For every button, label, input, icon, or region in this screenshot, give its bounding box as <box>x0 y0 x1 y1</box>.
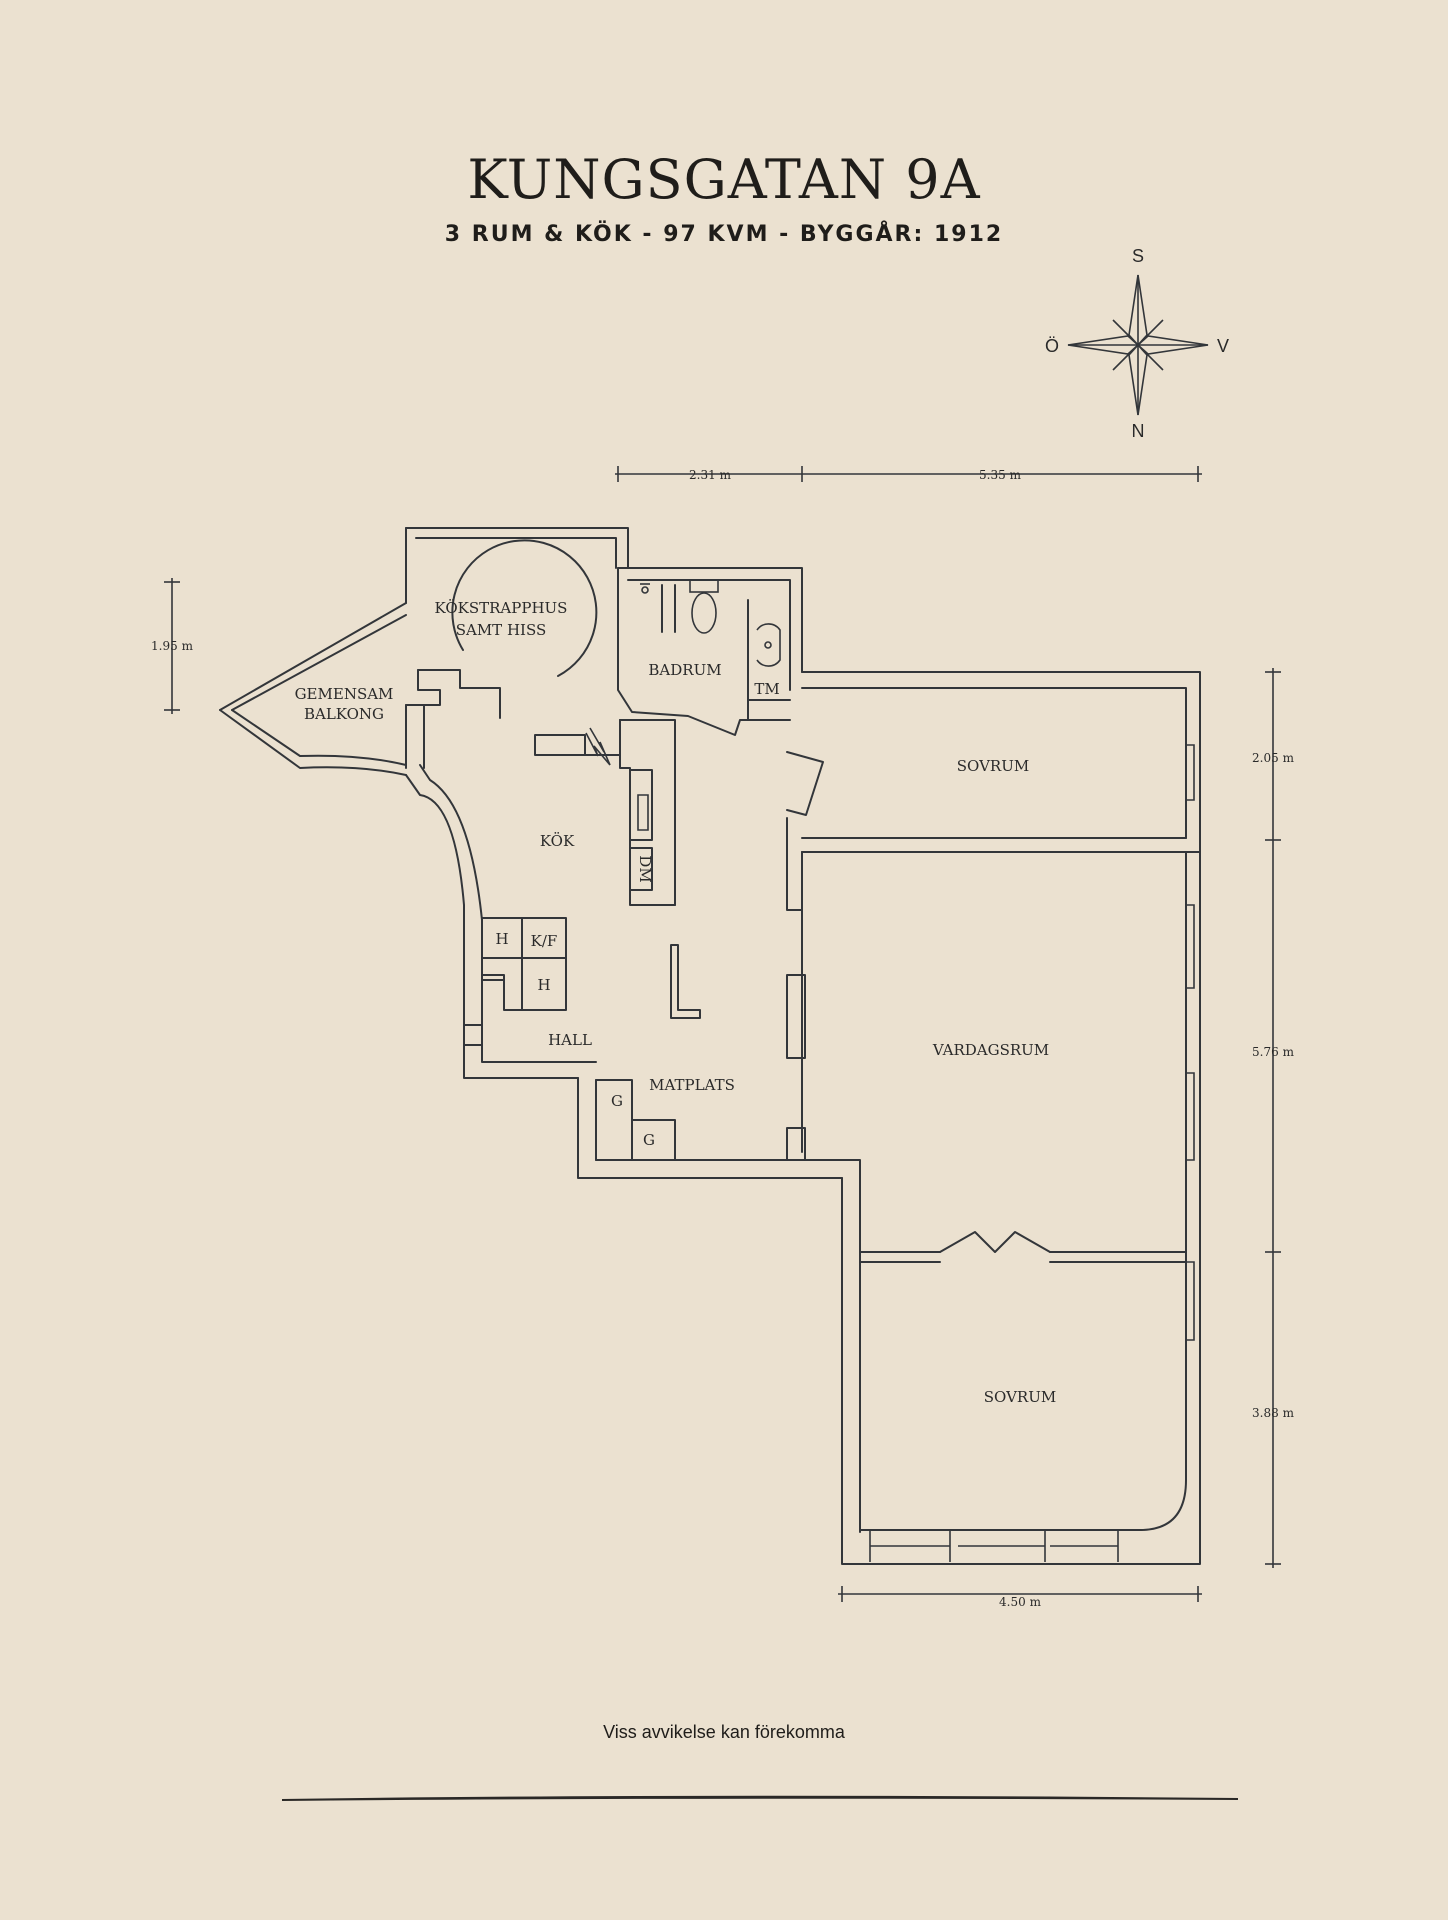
shower-icon <box>640 583 650 594</box>
bathroom-label: BADRUM <box>648 661 721 679</box>
toilet-icon <box>689 579 719 634</box>
disclaimer-text: Viss avvikelse kan förekomma <box>603 1722 845 1742</box>
dimension-top-right: 5.35 m <box>979 468 1022 482</box>
compass-west-label: V <box>1217 336 1229 356</box>
hall-label: HALL <box>548 1031 592 1049</box>
compass-east-label: Ö <box>1045 336 1059 356</box>
sink-icon <box>756 623 781 667</box>
dimension-right-1: 2.05 m <box>1252 751 1295 765</box>
page-title: KUNGSGATAN 9A <box>467 148 981 211</box>
stairwell-label-2: SAMT HISS <box>456 621 547 639</box>
dimension-right-3: 3.88 m <box>1252 1406 1295 1420</box>
compass-rose-icon <box>1067 274 1209 416</box>
page-subtitle: 3 RUM & KÖK - 97 KVM - BYGGÅR: 1912 <box>444 222 1004 247</box>
dining-label: MATPLATS <box>649 1076 735 1094</box>
closet-g2-label: G <box>643 1131 655 1149</box>
dimension-left: 1.95 m <box>151 639 194 653</box>
kitchen-label: KÖK <box>540 832 575 850</box>
bedroom-top-label: SOVRUM <box>957 757 1029 775</box>
wardrobe-h1-label: H <box>495 930 508 948</box>
bedroom-bottom-label: SOVRUM <box>984 1388 1056 1406</box>
dishwasher-label: DM <box>636 855 654 882</box>
dimension-right-2: 5.76 m <box>1252 1045 1295 1059</box>
dimension-lines <box>164 466 1281 1602</box>
stairwell-label-1: KÖKSTRAPPHUS <box>435 599 568 617</box>
decorative-rule <box>282 1795 1238 1801</box>
wardrobe-kf-label: K/F <box>531 932 558 950</box>
walls <box>219 527 1201 1565</box>
laundry-label: TM <box>754 680 779 698</box>
wardrobe-h2-label: H <box>537 976 550 994</box>
dimension-top-left: 2.31 m <box>689 468 732 482</box>
balcony-label-1: GEMENSAM <box>295 685 394 703</box>
compass-north-label: N <box>1132 421 1145 441</box>
balcony-label-2: BALKONG <box>304 705 384 723</box>
dimension-bottom: 4.50 m <box>999 1595 1042 1609</box>
closet-g1-label: G <box>611 1092 623 1110</box>
living-room-label: VARDAGSRUM <box>932 1041 1049 1059</box>
compass-south-label: S <box>1132 246 1144 266</box>
